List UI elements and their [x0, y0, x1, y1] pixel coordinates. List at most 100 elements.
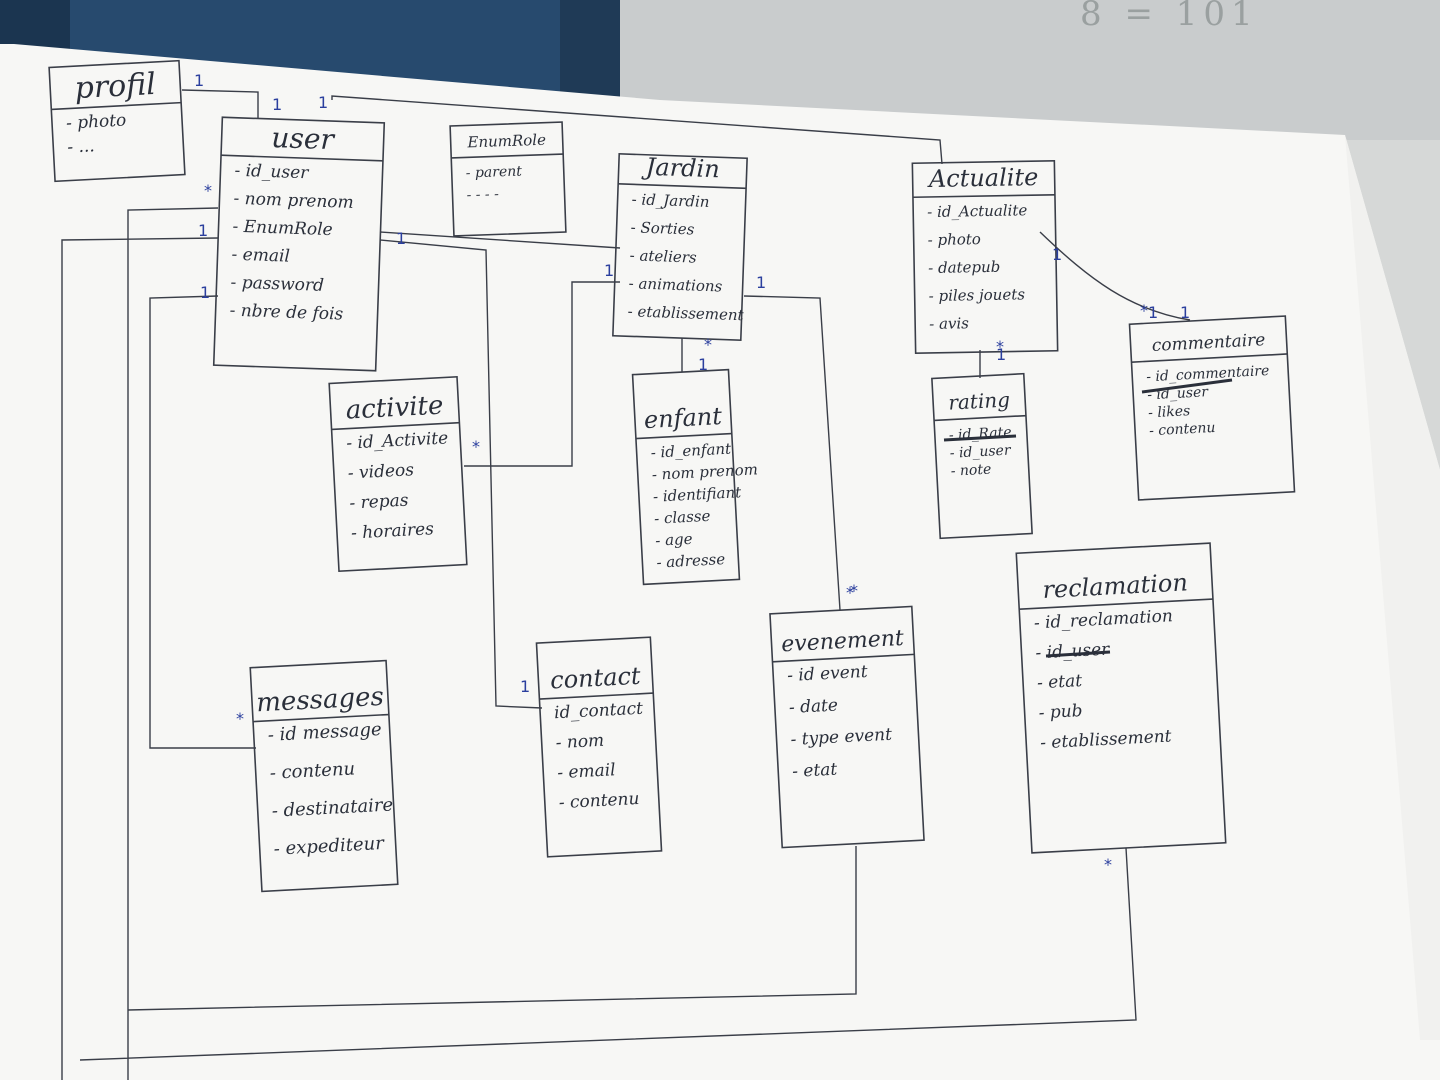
class-title: contact [550, 662, 642, 695]
class-attribute: - likes [1148, 403, 1191, 421]
multiplicity-label: 1 [604, 261, 614, 280]
class-divider [772, 653, 915, 663]
class-attribute: - contenu [1149, 420, 1216, 439]
connector-user-contact [379, 239, 543, 709]
multiplicity-label: 1 [1180, 303, 1190, 322]
class-attribute: - contenu [269, 758, 355, 783]
multiplicity-label: 1 [996, 345, 1006, 364]
class-attribute: - piles jouets [929, 285, 1026, 305]
class-attribute: - email [557, 760, 616, 783]
multiplicity-label: 1 [1148, 303, 1158, 322]
class-box [931, 372, 1033, 540]
connector-user-evenement [127, 207, 219, 1080]
class-attribute: - id_enfant [650, 440, 732, 462]
class-title: enfant [643, 402, 723, 434]
class-attribute: - id_commentaire [1146, 363, 1270, 385]
class-attribute: id_contact [554, 699, 644, 724]
class-evenement: evenement- id event- date- type event- e… [769, 605, 925, 849]
class-divider [912, 193, 1055, 199]
background-note: 8 = 101 [1080, 0, 1259, 34]
class-enumrole: EnumRole - parent - - - - [449, 121, 567, 237]
class-box [449, 121, 567, 237]
multiplicity-label: 1 [272, 95, 282, 114]
class-divider [635, 432, 732, 440]
class-title: rating [948, 387, 1011, 414]
class-attribute: - Sorties [630, 218, 695, 238]
class-title: EnumRole [466, 131, 546, 152]
class-attribute: - classe [654, 507, 711, 528]
class-attribute: - nbre de fois [229, 301, 344, 325]
class-attribute: - pub [1038, 701, 1083, 723]
class-box [48, 59, 186, 183]
class-title: activite [345, 391, 444, 426]
class-box [249, 659, 399, 893]
connector-jardin-activite [464, 281, 620, 467]
class-divider [221, 154, 383, 162]
class-attribute: - animations [628, 274, 722, 295]
strikethrough-mark [1045, 650, 1111, 658]
class-divider [934, 414, 1026, 422]
class-attribute: - id_user [234, 161, 309, 184]
class-attribute: - email [231, 245, 290, 267]
multiplicity-label: * [1104, 855, 1112, 874]
multiplicity-label: * [846, 583, 854, 602]
multiplicity-label: 1 [198, 221, 208, 240]
multiplicity-label: 1 [520, 677, 530, 696]
connector-evenement-bottom [127, 846, 857, 1011]
class-attribute: - id_Actualite [927, 201, 1028, 221]
class-divider [253, 713, 389, 723]
class-attribute: - date [788, 695, 838, 718]
multiplicity-label: * [996, 337, 1004, 356]
class-user: user- id_user- nom prenom- EnumRole- ema… [212, 116, 386, 372]
class-title: messages [256, 682, 385, 719]
multiplicity-label: 1 [396, 229, 406, 248]
class-attribute: - etablissement [627, 302, 744, 324]
class-attribute: - id event [787, 662, 868, 686]
connector-user-actualite [331, 95, 943, 165]
strikethrough-mark [1141, 378, 1233, 394]
class-box [612, 152, 748, 342]
class-attribute: - parent [466, 164, 523, 182]
class-divider [51, 101, 182, 111]
class-attribute: - identifiant [653, 483, 743, 506]
class-attribute: - repas [349, 490, 409, 513]
multiplicity-label: 1 [194, 71, 204, 90]
multiplicity-label: 1 [318, 93, 328, 112]
class-attribute: - nom prenom [651, 460, 758, 484]
multiplicity-label: 1 [200, 283, 210, 302]
class-attribute: - id_user [949, 442, 1012, 461]
connector-actualite-commentaire [1039, 231, 1191, 321]
class-title: Actualite [927, 163, 1039, 193]
multiplicity-label: * [1140, 301, 1148, 320]
class-attribute: - ... [67, 136, 95, 157]
multiplicity-label: * [704, 335, 712, 354]
class-attribute: - photo [66, 111, 127, 134]
connector-user-messages [149, 295, 256, 749]
class-attribute: - horaires [351, 519, 435, 543]
class-box [328, 375, 468, 573]
class-title: Jardin [640, 153, 720, 184]
class-divider [539, 692, 654, 700]
class-attribute: - id_user [1035, 640, 1111, 664]
multiplicity-label: * [204, 181, 212, 200]
multiplicity-label: * [472, 437, 480, 456]
connector-jardin-evenement [743, 295, 841, 611]
class-jardin: Jardin- id_Jardin- Sorties- ateliers- an… [612, 152, 748, 342]
connector-user-reclamation [61, 237, 219, 1080]
strikethrough-mark [943, 434, 1017, 442]
multiplicity-label: * [850, 581, 858, 600]
connector-reclamation-bottom [79, 847, 1137, 1061]
class-box [535, 636, 663, 858]
class-enfant: enfant - id_enfant- nom prenom- identifia… [631, 368, 758, 586]
class-attribute: - photo [928, 230, 982, 249]
connector-user-jardin [379, 231, 621, 249]
class-box [1128, 315, 1296, 501]
class-attribute: - - - - [466, 186, 499, 203]
connector-profil-user [181, 89, 259, 118]
class-attribute: - age [655, 530, 693, 550]
paper-sheet [0, 44, 1440, 1080]
class-profil: profil- photo- ... [48, 59, 186, 183]
class-actualite: Actualite- id_Actualite- photo- datepub-… [911, 159, 1059, 355]
